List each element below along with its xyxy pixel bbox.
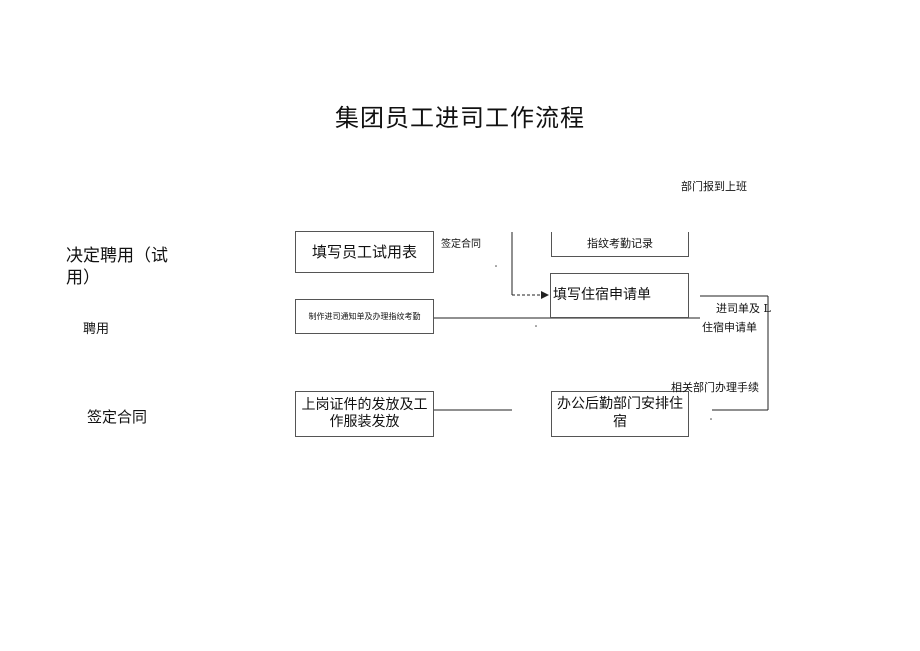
edge-label-dept-report: 部门报到上班	[681, 180, 747, 193]
label-sign-contract: 签定合同	[87, 408, 148, 426]
box-fill-dorm-application: 填写住宿申请单	[550, 273, 689, 318]
edge-label-related-dept: 相关部门办理手续	[671, 381, 759, 394]
box-fill-probation-form-text: 填写员工试用表	[311, 242, 417, 261]
edge-label-entry-notice: 进司单及 L	[716, 302, 771, 315]
box-arrange-dorm-text: 办公后勤部门安排住宿	[557, 396, 683, 430]
box-fill-probation-form: 填写员工试用表	[295, 231, 434, 273]
box-make-notice: 制作进司通知单及办理指纹考勤	[295, 299, 434, 334]
edge-label-dorm-application: 住宿申请单	[702, 321, 757, 334]
label-hire: 聘用	[83, 322, 110, 337]
label-decide-hire: 决定聘用（试用）	[66, 246, 168, 288]
page-title: 集团员工进司工作流程	[335, 104, 585, 132]
box-issue-pass-text: 上岗证件的发放及工作服装发放	[301, 396, 428, 431]
edge-label-sign-contract: 签定合同	[441, 239, 481, 250]
box-fingerprint-record-text: 指纹考勤记录	[587, 237, 653, 251]
box-fill-dorm-application-text: 填写住宿申请单	[553, 286, 651, 303]
box-arrange-dorm: 办公后勤部门安排住宿	[551, 391, 689, 437]
box-fingerprint-record: 指纹考勤记录	[551, 232, 689, 257]
box-make-notice-text: 制作进司通知单及办理指纹考勤	[308, 311, 421, 321]
box-issue-pass: 上岗证件的发放及工作服装发放	[295, 391, 434, 437]
